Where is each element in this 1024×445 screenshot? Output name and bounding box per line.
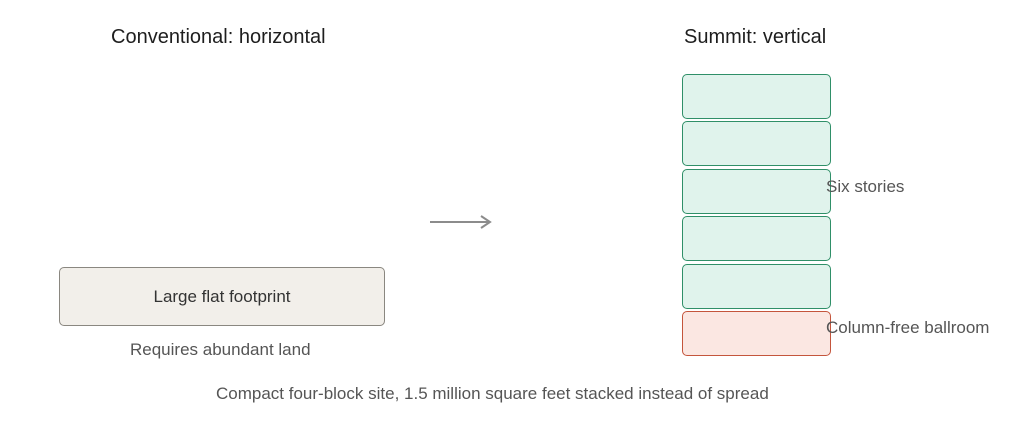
summit-heading: Summit: vertical <box>684 26 827 48</box>
right-arrow-icon <box>430 215 492 229</box>
story-block <box>682 264 831 309</box>
ballroom-block <box>682 311 831 356</box>
large-footprint-block: Large flat footprint <box>59 267 385 326</box>
conventional-heading: Conventional: horizontal <box>111 26 326 48</box>
story-block <box>682 169 831 214</box>
stories-label: Six stories <box>826 177 905 196</box>
story-block <box>682 121 831 166</box>
footer-caption: Compact four-block site, 1.5 million squ… <box>216 384 769 403</box>
story-block <box>682 74 831 119</box>
ballroom-label: Column-free ballroom <box>826 318 990 337</box>
footprint-label: Large flat footprint <box>153 286 291 306</box>
conventional-caption: Requires abundant land <box>130 340 311 359</box>
story-block <box>682 216 831 261</box>
